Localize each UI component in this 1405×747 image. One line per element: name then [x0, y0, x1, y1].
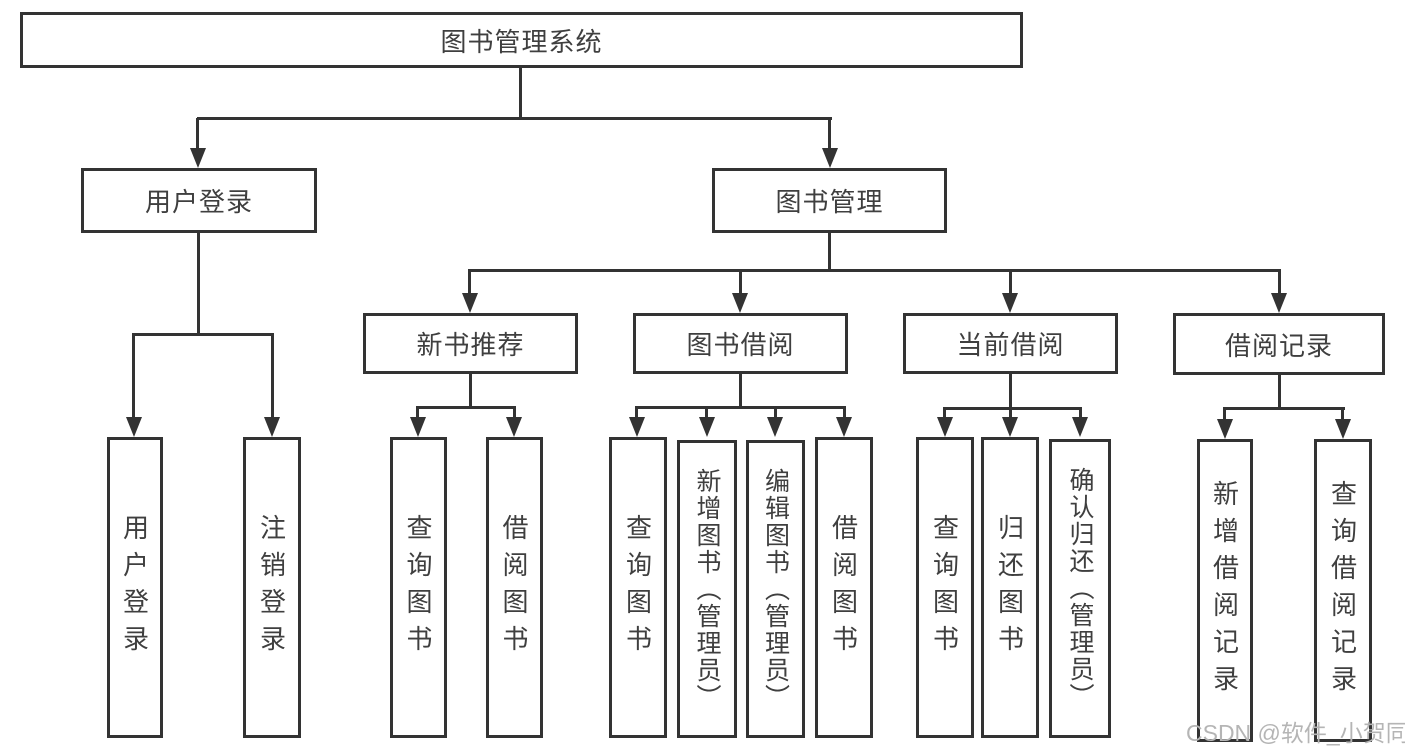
arrow-newbook	[462, 293, 478, 313]
leaf-edit-book-admin-label: 编辑图书（管理员）	[761, 467, 790, 711]
leaf-query-borrow-record-label: 查询借阅记录	[1327, 479, 1358, 702]
arrow-leaf-logout	[264, 417, 280, 437]
leaf-add-borrow-record-label: 新增借阅记录	[1209, 479, 1240, 702]
node-borrow-records-label: 借阅记录	[1224, 330, 1333, 361]
connector-drop-query1	[416, 408, 419, 418]
leaf-return-book: 归还图书	[981, 437, 1039, 738]
connector-drop-currentborrow	[1009, 271, 1012, 294]
connector-newbook-stem	[469, 374, 472, 408]
leaf-logout-label: 注销登录	[256, 513, 287, 662]
leaf-query-books-current-label: 查询图书	[929, 513, 960, 662]
arrow-currentborrow	[1002, 293, 1018, 313]
watermark: CSDN @软件_小贺同学	[1186, 720, 1405, 746]
connector-drop-addrecord	[1223, 409, 1226, 419]
leaf-user-login-label: 用户登录	[119, 513, 150, 662]
leaf-add-borrow-record: 新增借阅记录	[1197, 439, 1253, 742]
node-book-borrow: 图书借阅	[633, 313, 848, 374]
connector-userlogin-rail	[132, 333, 274, 336]
node-user-login-label: 用户登录	[144, 187, 253, 217]
node-book-borrow-label: 图书借阅	[686, 330, 795, 360]
connector-bookborrow-stem	[739, 374, 742, 408]
arrow-borrow1	[506, 417, 522, 437]
connector-drop-bookborrow	[739, 271, 742, 294]
connector-newbook-rail	[416, 406, 516, 409]
connector-drop-borrow1	[513, 408, 516, 418]
node-new-book-recommend: 新书推荐	[363, 313, 578, 374]
node-book-management: 图书管理	[712, 168, 947, 233]
leaf-borrow-books-newbook: 借阅图书	[486, 437, 543, 738]
connector-drop-leaf-logout	[271, 335, 274, 417]
leaf-query-books-borrow-label: 查询图书	[622, 513, 653, 662]
arrow-query1	[410, 417, 426, 437]
node-user-login: 用户登录	[81, 168, 317, 233]
leaf-confirm-return-admin: 确认归还（管理员）	[1049, 439, 1111, 738]
leaf-logout: 注销登录	[243, 437, 301, 738]
connector-drop-returnbook	[1009, 409, 1012, 418]
leaf-user-login: 用户登录	[107, 437, 163, 738]
connector-bookmgmt-rail	[468, 269, 1281, 272]
arrow-book-management	[822, 148, 838, 168]
connector-root-stem	[519, 68, 522, 118]
leaf-return-book-label: 归还图书	[994, 513, 1025, 662]
leaf-query-borrow-record: 查询借阅记录	[1314, 439, 1372, 742]
connector-drop-leaf-login	[132, 335, 135, 417]
leaf-borrow-books-newbook-label: 借阅图书	[499, 513, 529, 662]
connector-drop-queryrecord	[1341, 409, 1344, 419]
arrow-returnbook	[1002, 417, 1018, 437]
arrow-confirmreturn	[1072, 417, 1088, 437]
connector-drop-addbook	[705, 408, 708, 418]
connector-userlogin-stem	[197, 233, 200, 335]
leaf-query-books-newbook: 查询图书	[390, 437, 447, 738]
arrow-borrowrecords	[1271, 293, 1287, 313]
connector-drop-borrow2	[843, 408, 846, 418]
connector-bookmgmt-stem	[828, 233, 831, 271]
node-current-borrow: 当前借阅	[903, 313, 1118, 374]
node-new-book-recommend-label: 新书推荐	[416, 330, 525, 360]
leaf-add-book-admin: 新增图书（管理员）	[677, 440, 737, 738]
leaf-query-books-borrow: 查询图书	[609, 437, 667, 738]
leaf-query-books-newbook-label: 查询图书	[403, 513, 433, 662]
leaf-confirm-return-admin-label: 确认归还（管理员）	[1066, 467, 1094, 710]
connector-drop-borrowrecords	[1278, 271, 1281, 294]
leaf-add-book-admin-label: 新增图书（管理员）	[693, 467, 721, 711]
leaf-borrow-books-borrow: 借阅图书	[815, 437, 873, 738]
node-current-borrow-label: 当前借阅	[956, 330, 1065, 360]
connector-currentborrow-rail	[943, 407, 1082, 410]
arrow-query3	[937, 417, 953, 437]
arrow-addbook	[699, 417, 715, 437]
arrow-bookborrow	[732, 293, 748, 313]
node-borrow-records: 借阅记录	[1173, 313, 1385, 375]
arrow-editbook	[767, 417, 783, 437]
connector-drop-confirmreturn	[1079, 409, 1082, 418]
connector-bookborrow-rail	[635, 406, 846, 409]
arrow-borrow2	[836, 417, 852, 437]
connector-drop-user-login	[196, 118, 199, 149]
connector-currentborrow-stem	[1009, 374, 1012, 409]
connector-borrowrecords-stem	[1278, 375, 1281, 409]
arrow-addrecord	[1217, 419, 1233, 439]
connector-drop-query3	[943, 409, 946, 418]
connector-borrowrecords-rail	[1223, 407, 1345, 410]
leaf-query-books-current: 查询图书	[916, 437, 974, 738]
arrow-user-login	[190, 148, 206, 168]
connector-root-rail	[197, 117, 832, 120]
arrow-queryrecord	[1335, 419, 1351, 439]
node-book-management-label: 图书管理	[775, 187, 884, 217]
root-node-label: 图书管理系统	[440, 26, 603, 57]
arrow-leaf-login	[126, 417, 142, 437]
leaf-borrow-books-borrow-label: 借阅图书	[828, 513, 859, 662]
connector-drop-query2	[635, 408, 638, 418]
arrow-query2	[629, 417, 645, 437]
connector-drop-editbook	[774, 408, 777, 418]
leaf-edit-book-admin: 编辑图书（管理员）	[746, 440, 805, 738]
connector-drop-book-management	[828, 118, 831, 149]
root-node-library-system: 图书管理系统	[20, 12, 1023, 68]
connector-drop-newbook	[468, 271, 471, 294]
